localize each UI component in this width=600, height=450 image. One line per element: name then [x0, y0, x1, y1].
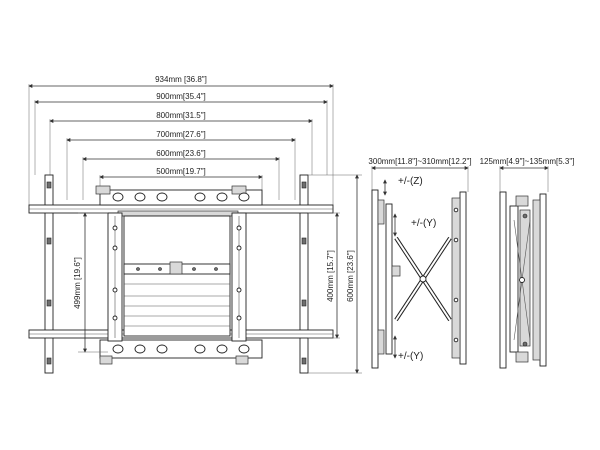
side-view-collapsed: 125mm[4.9"]~135mm[5.3"] [480, 157, 575, 369]
wall-rail-right [299, 174, 309, 374]
bottom-mount-plate [99, 339, 263, 365]
dim-600h-label: 600mm [23.6"] [346, 250, 355, 302]
collapsed-wall-rail [499, 191, 507, 369]
height-dim-left [78, 212, 108, 353]
width-dimension-lines [28, 84, 334, 179]
dim-800: 800mm[31.5"] [156, 111, 206, 120]
dim-700: 700mm[27.6"] [156, 130, 206, 139]
height-dim-right [308, 174, 362, 374]
axis-arrows [383, 179, 397, 359]
front-view: 934mm [36.8"] 900mm[35.4"] 800mm[31.5"] … [28, 75, 362, 374]
display-bracket-right [231, 212, 247, 342]
dim-600: 600mm[23.6"] [156, 149, 206, 158]
dim-400-label: 400mm [15.7"] [326, 250, 335, 302]
depth-label-collapsed: 125mm[4.9"]~135mm[5.3"] [480, 157, 575, 166]
wall-rail-left [44, 174, 54, 374]
extended-wall-rail [371, 189, 385, 369]
collapsed-display-rail [532, 193, 547, 367]
extended-display-rail [451, 191, 467, 365]
width-extension-lines [28, 84, 334, 205]
dim-934: 934mm [36.8"] [155, 75, 207, 84]
dim-499-label: 499mm [19.6"] [73, 257, 82, 309]
depth-label-extended: 300mm[11.8"]~310mm[12.2"] [368, 157, 471, 166]
extended-scissor-arms [391, 236, 452, 322]
axis-y-top-label: +/-(Y) [411, 218, 436, 229]
display-bracket-left [107, 212, 123, 342]
axis-y-bottom-label: +/-(Y) [398, 351, 423, 362]
collapsed-arm-assembly [509, 195, 531, 363]
center-plate [123, 215, 231, 337]
extended-arm-rail [385, 203, 393, 355]
dim-500: 500mm[19.7"] [156, 167, 206, 176]
axis-z-label: +/-(Z) [398, 176, 423, 187]
side-view-extended: 300mm[11.8"]~310mm[12.2"] [368, 157, 472, 369]
top-mount-plate [95, 185, 263, 217]
dim-900: 900mm[35.4"] [156, 92, 206, 101]
